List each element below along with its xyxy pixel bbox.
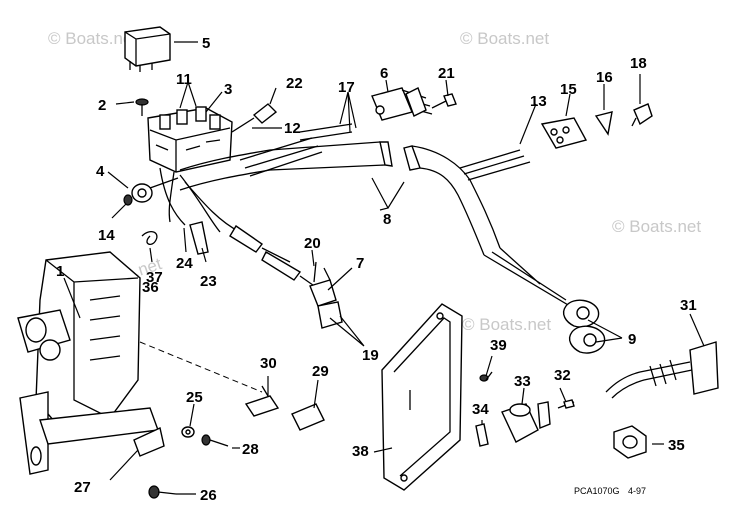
callout-7: 7 — [356, 255, 364, 272]
callout-24: 24 — [176, 255, 193, 272]
wire-clip-part — [141, 230, 158, 245]
callout-30: 30 — [260, 355, 277, 372]
callout-16: 16 — [596, 69, 613, 86]
callout-22: 22 — [286, 75, 303, 92]
relay-part — [124, 26, 171, 72]
callout-28: 28 — [242, 441, 259, 458]
screw-part — [135, 98, 149, 116]
callout-8: 8 — [383, 211, 391, 228]
callout-2: 2 — [98, 97, 106, 114]
callout-34: 34 — [472, 401, 489, 418]
callout-31: 31 — [680, 297, 697, 314]
terminal-32-part — [557, 399, 575, 409]
screw-28-part — [201, 434, 229, 447]
callout-9: 9 — [628, 331, 636, 348]
part-code: PCA1070G — [574, 486, 620, 496]
callout-numbers: 1 2 3 4 5 6 7 8 9 11 12 13 14 15 16 17 1… — [56, 35, 697, 504]
callout-3: 3 — [224, 81, 232, 98]
callout-37: 37 — [146, 269, 163, 286]
callout-39: 39 — [490, 337, 507, 354]
cover-plate-part — [381, 303, 463, 491]
callout-13: 13 — [530, 93, 547, 110]
callout-25: 25 — [186, 389, 203, 406]
hex-nut-part — [613, 425, 647, 459]
wire-connector-part — [605, 341, 719, 399]
callout-36: 36 — [142, 279, 159, 296]
harness-right — [403, 145, 606, 354]
small-bracket-part — [631, 103, 653, 127]
rubber-pad-part — [291, 403, 325, 431]
watermark: © Boats.net — [460, 29, 549, 48]
callout-33: 33 — [514, 373, 531, 390]
terminal-block-part — [147, 106, 233, 173]
screw-26-part — [148, 485, 177, 499]
assembly-dashed-line — [139, 341, 263, 393]
callout-12: 12 — [284, 120, 301, 137]
terminal-pin-part — [431, 93, 457, 109]
callout-6: 6 — [380, 65, 388, 82]
callout-23: 23 — [200, 273, 217, 290]
screw-39-part — [479, 371, 493, 382]
watermark: © Boats.net — [48, 29, 137, 48]
callout-4: 4 — [96, 163, 105, 180]
callout-21: 21 — [438, 65, 455, 82]
callout-17: 17 — [338, 79, 355, 96]
watermark: © Boats.net — [612, 217, 701, 236]
plate-part — [244, 385, 280, 417]
footer: PCA1070G 4-97 — [574, 486, 646, 496]
callout-29: 29 — [312, 363, 329, 380]
callout-19: 19 — [362, 347, 379, 364]
boot-part — [501, 401, 551, 443]
leader-lines — [63, 41, 705, 495]
callout-20: 20 — [304, 235, 321, 252]
callout-5: 5 — [202, 35, 210, 52]
callout-14: 14 — [98, 227, 115, 244]
callout-27: 27 — [74, 479, 91, 496]
plug-connector-part — [540, 117, 588, 149]
connector-part — [309, 261, 343, 329]
callout-35: 35 — [668, 437, 685, 454]
callout-38: 38 — [352, 443, 369, 460]
washer-part — [181, 426, 195, 438]
watermark: © Boats.net — [462, 315, 551, 334]
callout-15: 15 — [560, 81, 577, 98]
diagram-date: 4-97 — [628, 486, 646, 496]
clip-part — [594, 111, 613, 136]
callout-26: 26 — [200, 487, 217, 504]
callout-11: 11 — [176, 71, 192, 88]
callout-32: 32 — [554, 367, 571, 384]
callout-1: 1 — [56, 263, 64, 280]
housing-part — [371, 87, 433, 121]
callout-18: 18 — [630, 55, 647, 72]
grommet-part — [123, 177, 179, 206]
terminal-34-part — [475, 423, 489, 447]
bullet-terminal-part — [231, 103, 278, 133]
